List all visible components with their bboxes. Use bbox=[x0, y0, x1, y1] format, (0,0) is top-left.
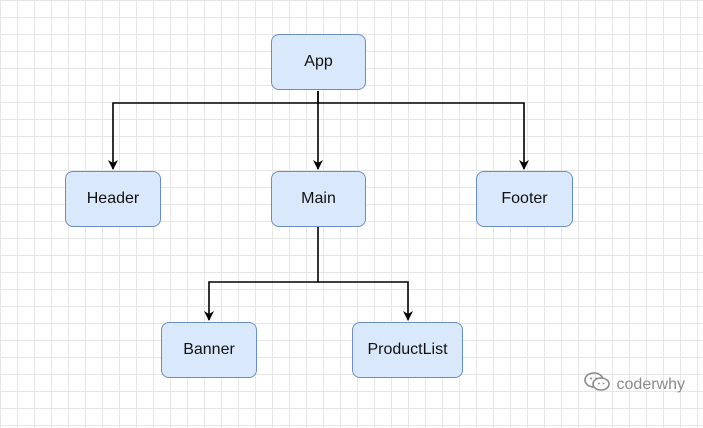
wechat-icon bbox=[583, 371, 611, 398]
watermark-text: coderwhy bbox=[616, 375, 685, 393]
edge-app-header bbox=[108, 91, 319, 170]
node-main[interactable]: Main bbox=[271, 171, 366, 227]
edge-main-banner bbox=[204, 227, 319, 321]
node-productlist[interactable]: ProductList bbox=[352, 322, 463, 378]
node-banner[interactable]: Banner bbox=[161, 322, 257, 378]
node-footer[interactable]: Footer bbox=[476, 171, 573, 227]
watermark: coderwhy bbox=[583, 371, 685, 398]
node-app[interactable]: App bbox=[271, 34, 366, 90]
node-header[interactable]: Header bbox=[65, 171, 161, 227]
edge-main-productlist bbox=[318, 281, 413, 321]
edge-app-footer bbox=[318, 102, 529, 170]
